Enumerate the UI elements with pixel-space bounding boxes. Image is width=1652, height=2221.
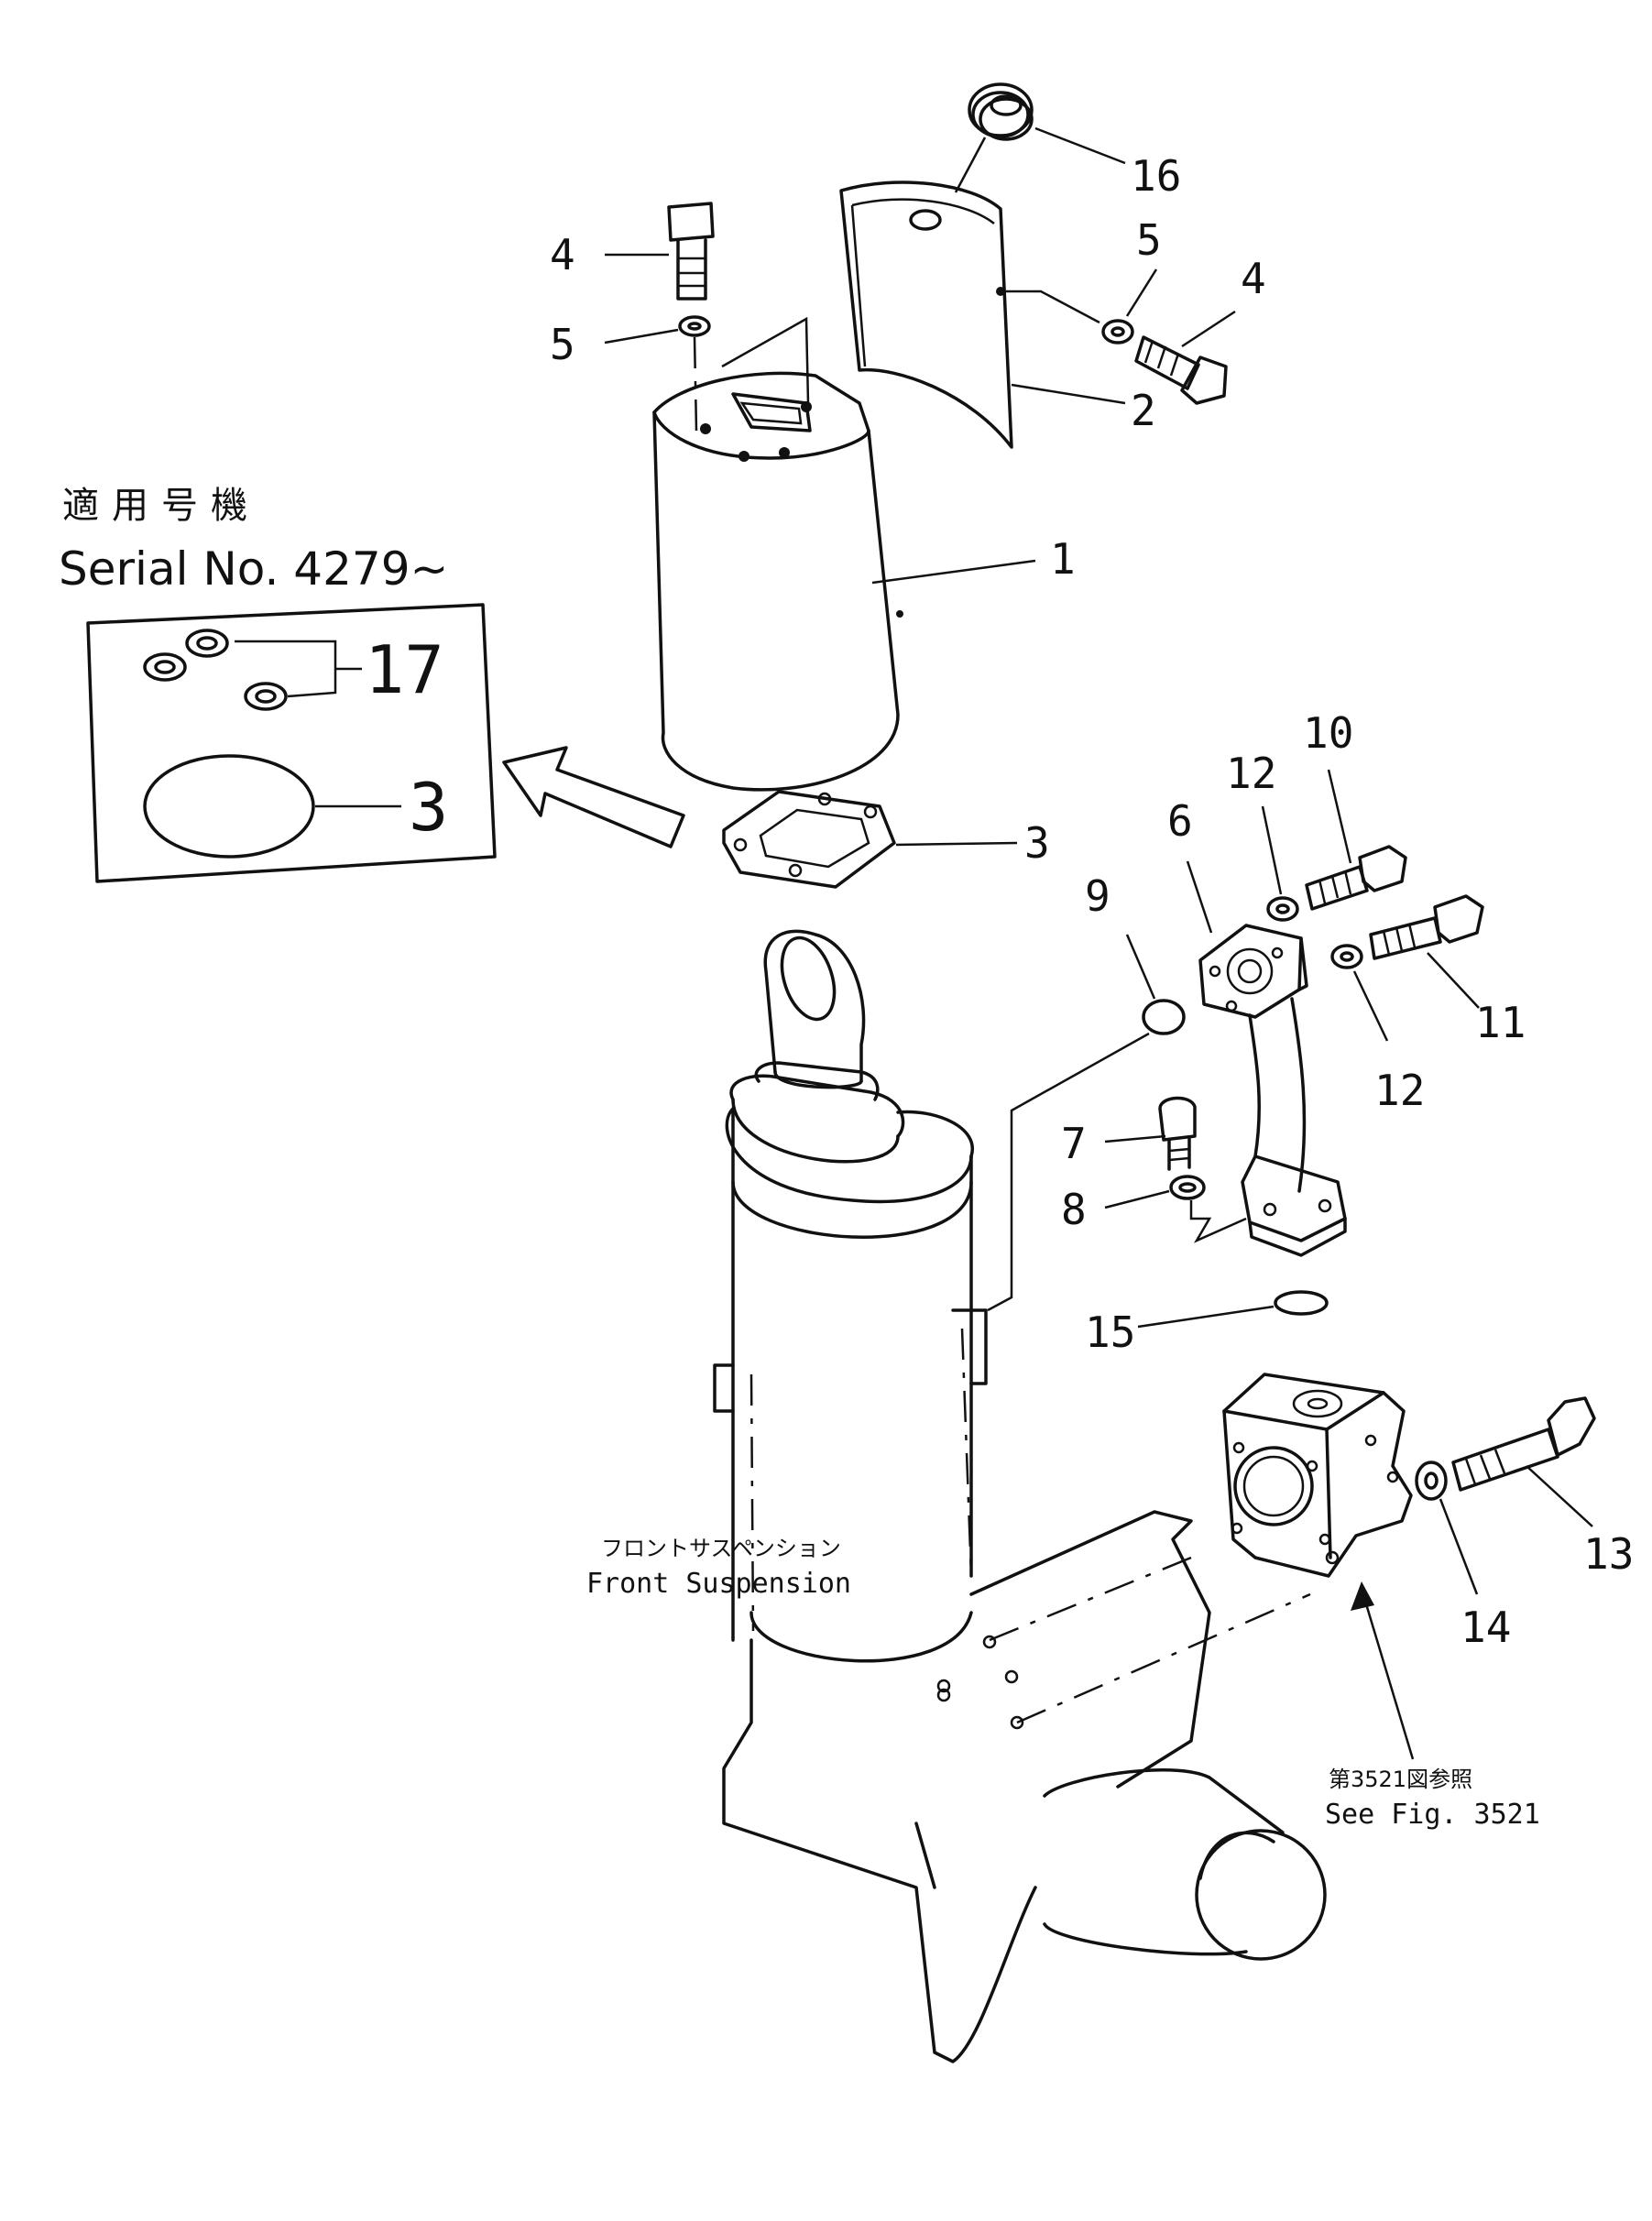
front-suspension-label-jp: フロントサスペンション xyxy=(601,1536,841,1561)
oring-17-a xyxy=(143,652,187,682)
axle-bracket xyxy=(722,1510,1327,2063)
washer-12-upper xyxy=(1266,896,1299,922)
inset-box: 17 3 xyxy=(86,603,497,883)
callout-14: 14 xyxy=(1461,1603,1511,1652)
washer-8 xyxy=(1169,1175,1206,1200)
serial-number: Serial No. 4279~ xyxy=(59,542,448,596)
callout-8: 8 xyxy=(1061,1185,1087,1234)
callout-4-right: 4 xyxy=(1241,254,1266,303)
callout-7: 7 xyxy=(1061,1119,1087,1168)
callout-5-left: 5 xyxy=(550,320,575,369)
callout-4-left: 4 xyxy=(550,230,575,279)
oring-17-b xyxy=(185,629,229,658)
inset-pointer-arrow xyxy=(502,746,685,848)
washer-14 xyxy=(1415,1461,1448,1501)
callout-1: 1 xyxy=(1050,534,1076,584)
bolt-11 xyxy=(1369,894,1484,960)
oring-3-large xyxy=(143,754,315,859)
callout-13: 13 xyxy=(1583,1529,1634,1579)
bolt-7 xyxy=(1158,1096,1197,1171)
washer-12-lower xyxy=(1330,944,1363,969)
oring-17-c xyxy=(244,682,288,711)
front-suspension-label: Front Suspension xyxy=(586,1568,851,1600)
bolt-10 xyxy=(1305,845,1407,911)
callout-11: 11 xyxy=(1475,998,1526,1047)
valve-block xyxy=(1222,1373,1413,1578)
inset-label-3: 3 xyxy=(409,769,448,846)
cylinder-cover-1 xyxy=(652,371,903,792)
cover-2 xyxy=(839,181,1013,449)
see-fig-arrow xyxy=(1351,1581,1374,1611)
plug-16 xyxy=(968,82,1034,141)
washer-5-right xyxy=(1101,319,1134,345)
elbow-tube-6 xyxy=(1198,924,1347,1257)
oring-15 xyxy=(1274,1290,1329,1316)
washer-5-left xyxy=(678,315,711,337)
callout-2: 2 xyxy=(1131,386,1156,435)
serial-heading-jp: 適用号機 xyxy=(62,485,260,527)
callout-12-lower: 12 xyxy=(1374,1066,1425,1115)
bolt-13 xyxy=(1451,1396,1596,1492)
oring-9 xyxy=(1142,999,1186,1035)
gasket-3 xyxy=(722,790,896,889)
callout-10: 10 xyxy=(1303,708,1353,758)
callout-15: 15 xyxy=(1085,1307,1135,1357)
bolt-4-left xyxy=(667,202,715,301)
bolt-4-right xyxy=(1134,335,1228,405)
callout-3: 3 xyxy=(1024,818,1050,868)
callout-16: 16 xyxy=(1131,151,1181,201)
callout-9: 9 xyxy=(1085,871,1110,921)
inset-label-17: 17 xyxy=(365,631,444,708)
see-fig-label: See Fig. 3521 xyxy=(1325,1799,1540,1831)
callout-12-upper: 12 xyxy=(1226,749,1276,798)
front-suspension-cylinder xyxy=(713,929,988,1642)
see-fig-label-jp: 第3521図参照 xyxy=(1329,1767,1472,1792)
callout-6: 6 xyxy=(1167,796,1193,846)
callout-5-right: 5 xyxy=(1136,215,1162,265)
